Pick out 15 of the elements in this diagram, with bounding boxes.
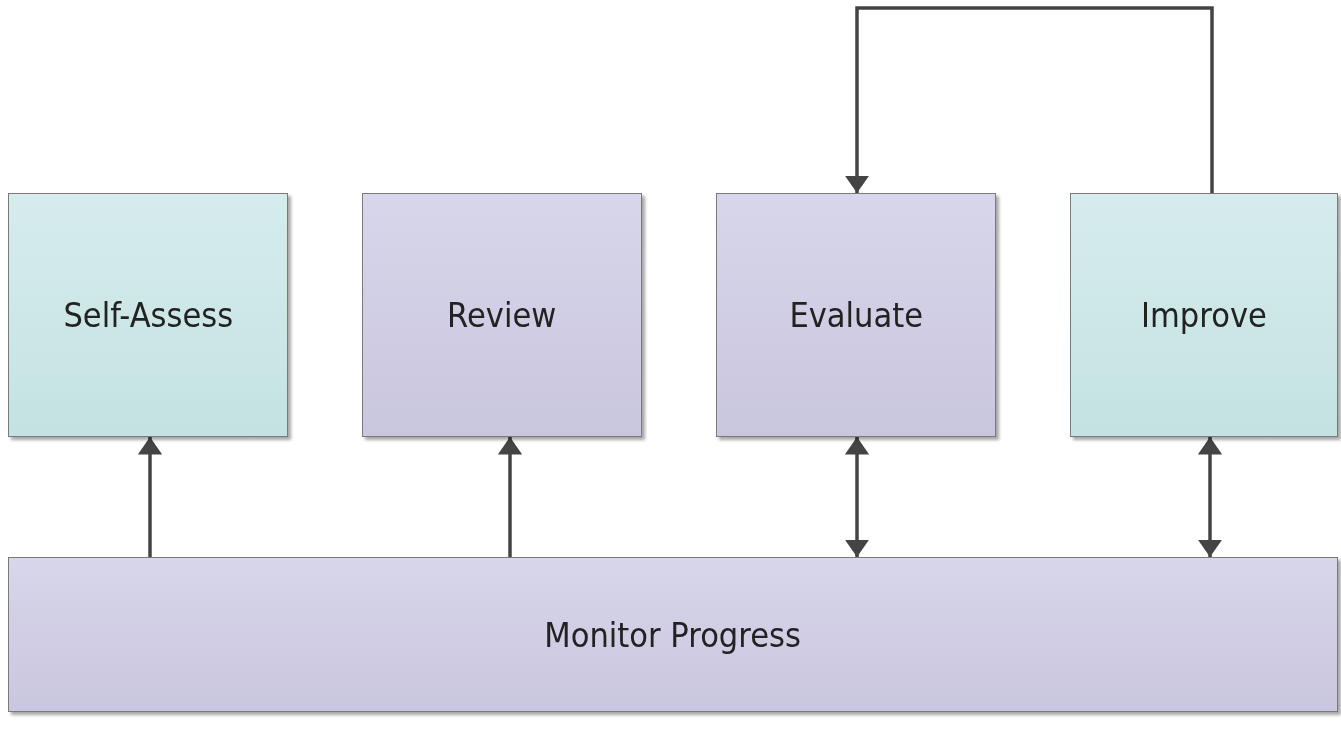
box-label: Evaluate <box>789 295 923 335</box>
arrow <box>848 6 1214 193</box>
box-label: Improve <box>1141 295 1267 335</box>
process-box <box>8 193 288 437</box>
box-label: Monitor Progress <box>544 614 802 655</box>
process-box <box>8 557 1338 712</box>
box-label: Self-Assess <box>63 295 233 335</box>
process-box <box>1070 193 1338 437</box>
process-box <box>362 193 642 437</box>
box-label: Review <box>447 295 557 335</box>
arrow <box>501 437 519 557</box>
arrow <box>141 437 159 557</box>
arrow <box>848 437 866 557</box>
arrow <box>1201 437 1219 557</box>
process-box <box>716 193 996 437</box>
